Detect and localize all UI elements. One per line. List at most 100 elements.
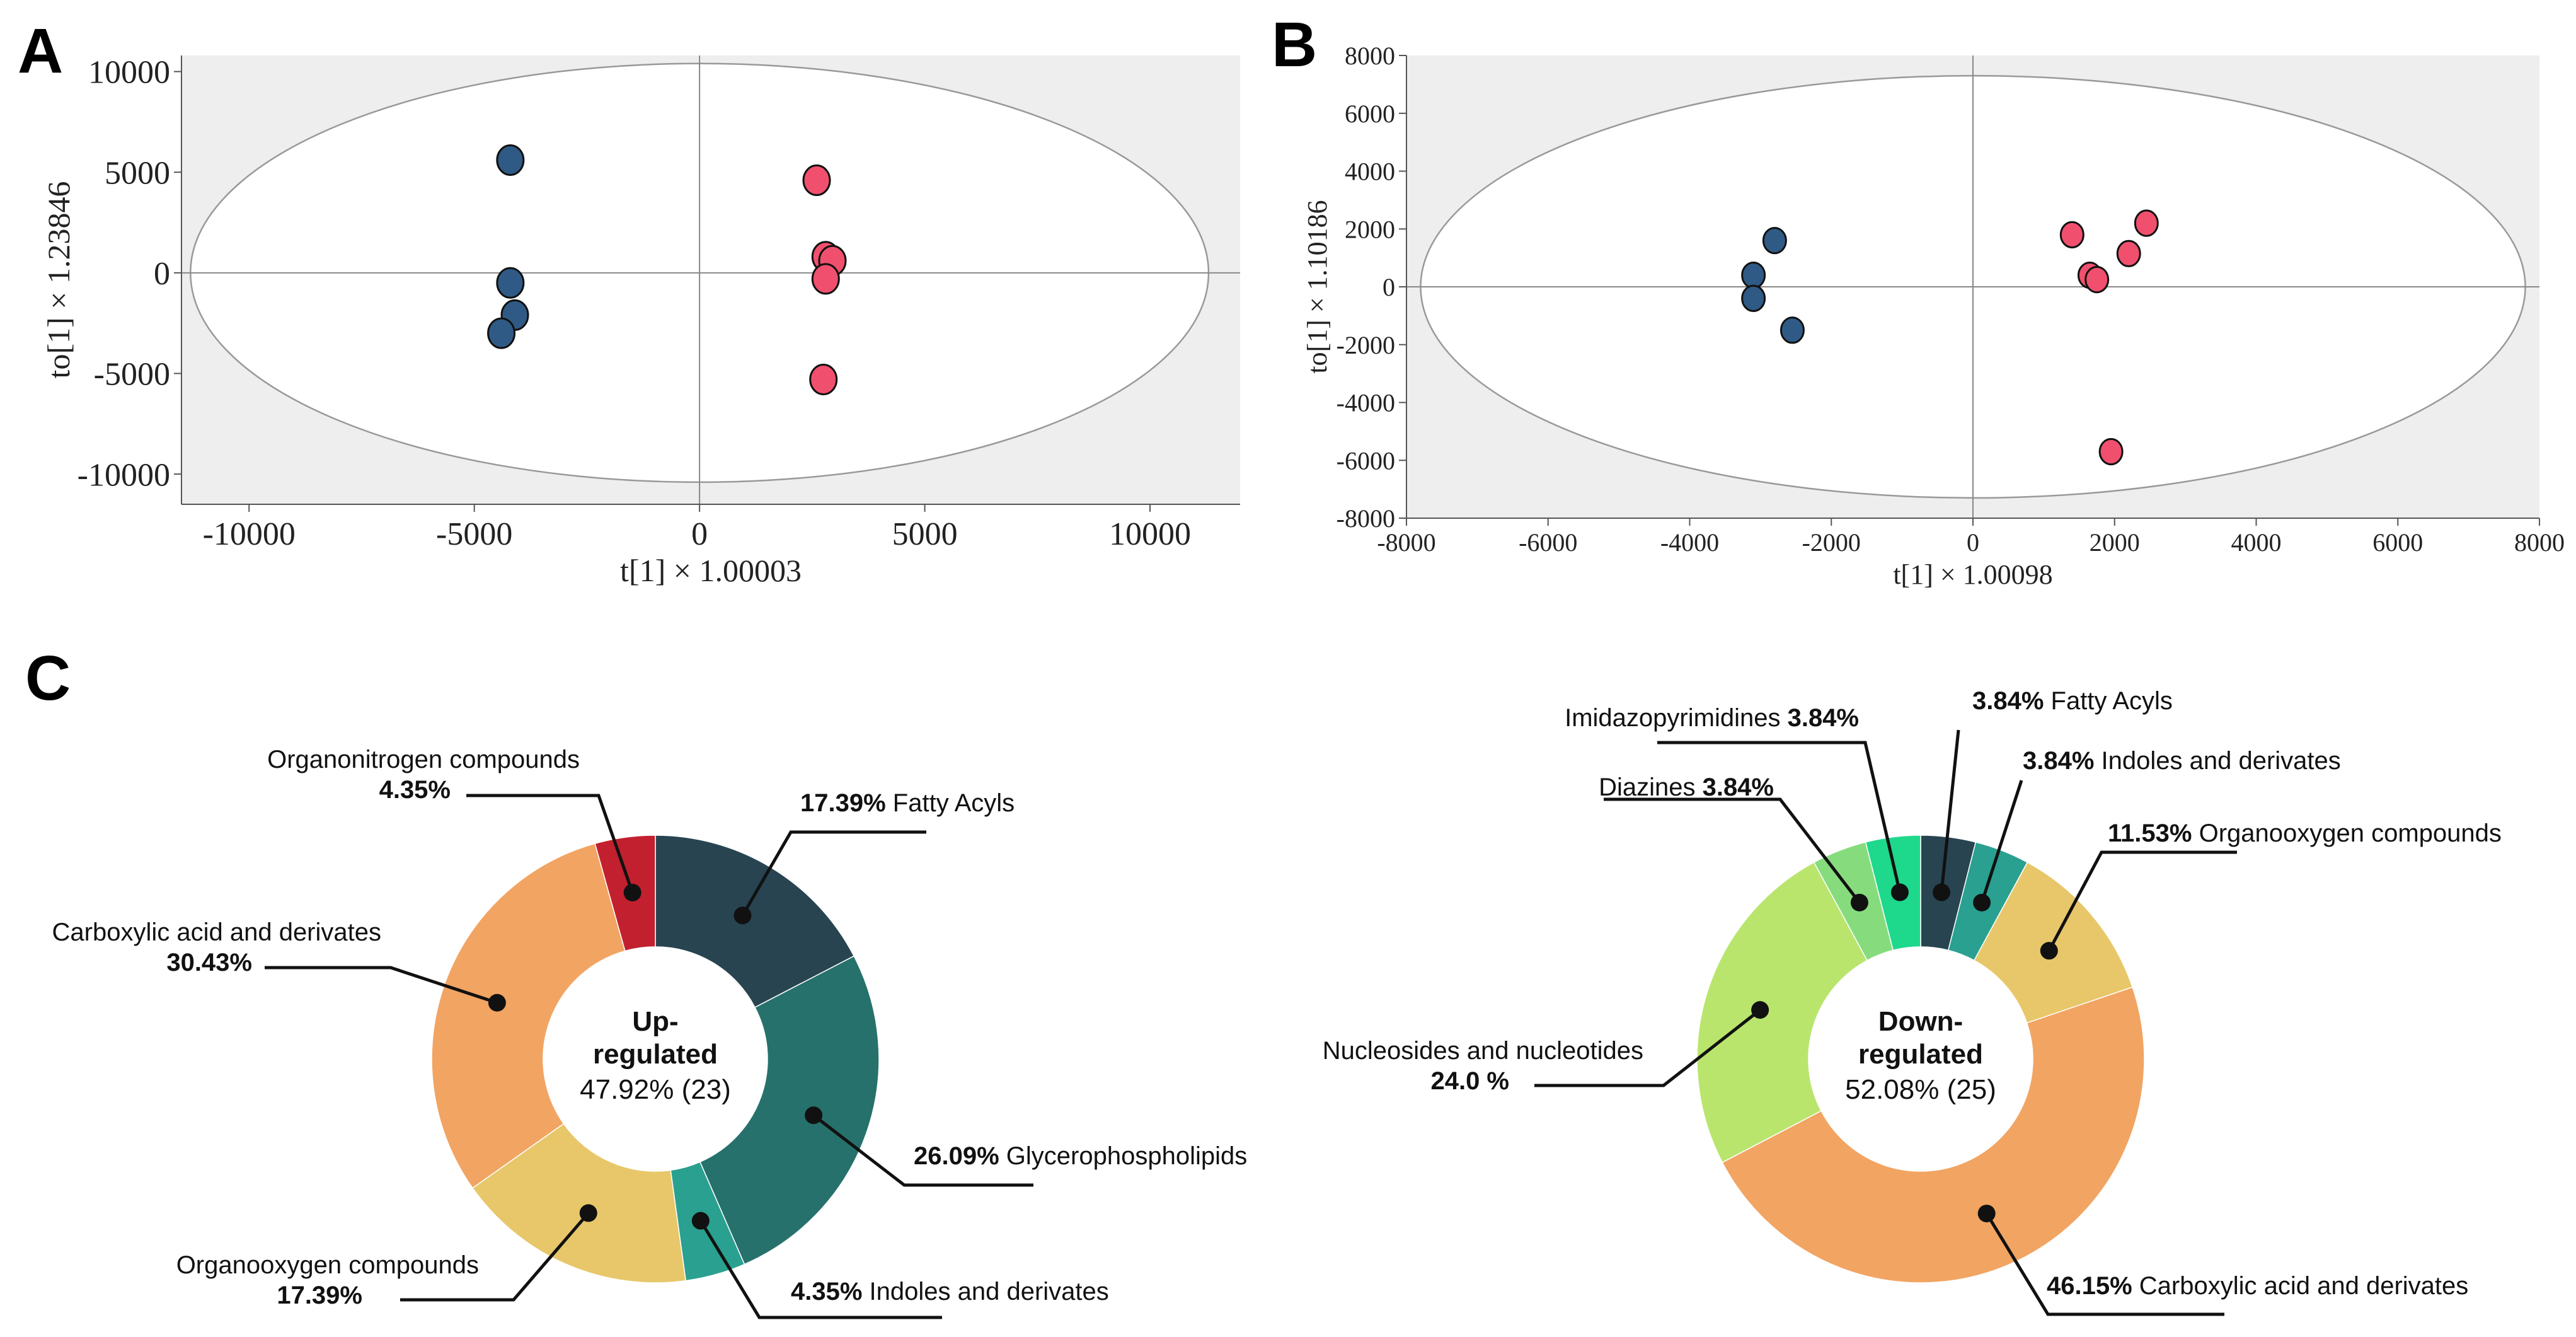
slice-label: 4.35% Indoles and derivates [791,1278,1109,1305]
score-point-group-1 [496,267,525,299]
score-point-group-1 [496,144,525,177]
callout-dot [1751,1001,1769,1019]
y-tick-label: -5000 [94,357,170,393]
donut-slice-organooxygen-compounds [471,1123,687,1283]
scatter-plot-a: -10000 -5000 0 5000 10000 -10000 -5000 0 5000 100… [41,55,1240,588]
y-tick-label: 5000 [105,155,170,191]
y-tick-label: -2000 [1337,331,1395,359]
callout-dot [488,993,506,1012]
donut-center-value: 47.92% (23) [580,1074,731,1105]
callout-leader-line [400,1212,590,1302]
callout-leader-line [265,966,498,1005]
y-tick-label: 0 [1383,273,1395,301]
callout-dot [1890,883,1909,901]
slice-label: 46.15% Carboxylic acid and derivates [2047,1272,2468,1300]
callout-dot [1850,893,1868,912]
donut-center-value: 52.08% (25) [1845,1074,1996,1105]
score-point-group-1 [1741,261,1766,289]
callout-leader-line [1940,729,1960,893]
y-tick-label: -10000 [78,457,170,493]
score-point-group-2 [809,364,838,396]
donut-center-title: regulated [593,1039,718,1070]
score-point-group-2 [2134,209,2159,237]
slice-label: 3.84% Fatty Acyls [1972,687,2173,715]
y-tick-label: 0 [154,256,170,292]
y-tick-label: 10000 [88,55,170,91]
x-tick-label: 10000 [1109,516,1191,552]
slice-label: 11.53% Organooxygen compounds [2108,819,2502,847]
slice-label: Imidazopyrimidines 3.84% [1565,704,1859,732]
x-tick-label: -6000 [1519,528,1577,557]
callout-dot [623,883,641,901]
callout-dot [579,1204,597,1222]
callout-dot [1973,893,1991,912]
score-point-group-1 [1762,226,1787,255]
callout-leader-line [741,830,926,917]
callout-leader-line [1985,1212,2224,1316]
callout-leader-line [812,1114,1033,1187]
callout-leader-line [1657,741,1902,893]
callout-leader-line [1534,1009,1761,1087]
y-tick-label: 4000 [1345,158,1395,186]
x-tick-label: 4000 [2231,528,2282,557]
x-tick-label: -5000 [436,516,512,552]
scatter-plot-b: -8000 -6000 -4000 -2000 0 2000 4000 6000 8000 -80… [1302,42,2565,590]
x-tick-label: 5000 [892,516,958,552]
donut-slice-carboxylic-acid-and-derivates [1722,987,2145,1283]
callout-dot [1933,883,1951,901]
panel-label-c: C [25,643,71,714]
y-tick-label: 6000 [1345,100,1395,128]
y-axis-label: to[1] × 1.10186 [1302,200,1333,373]
callout-leader-line [1604,797,1861,904]
y-tick-label: 8000 [1345,42,1395,70]
callout-dot [805,1106,823,1125]
callout-leader-line [466,794,635,893]
slice-label: Diazines 3.84% [1599,773,1774,801]
score-point-group-2 [802,164,831,196]
panel-label-b: B [1272,9,1317,80]
donut-slice-nucleosides-and-nucleotides [1696,861,1868,1164]
x-tick-label: -2000 [1802,528,1861,557]
callout-leader-line [1980,780,2023,903]
x-tick-label: -10000 [203,516,296,552]
y-axis-label: to[1] × 1.23846 [41,182,76,379]
score-point-group-2 [2098,437,2124,466]
slice-label: 3.84% Indoles and derivates [2023,747,2341,775]
panel-label-a: A [18,16,63,86]
score-point-group-2 [2059,221,2084,249]
callout-leader-line [2047,850,2237,952]
score-point-group-2 [2116,240,2141,267]
donut-center-title: Down- [1878,1006,1963,1037]
y-tick-label: 2000 [1345,215,1395,243]
y-tick-label: -4000 [1337,389,1395,417]
score-point-group-2 [2084,265,2110,294]
y-tick-label: -8000 [1337,504,1395,533]
x-tick-label: 0 [1967,528,1979,557]
callout-dot [2040,942,2058,960]
x-tick-label: -8000 [1377,528,1435,557]
callout-leader-line [699,1220,942,1319]
score-point-group-1 [1741,284,1766,313]
callout-dot [733,906,752,925]
x-axis-label: t[1] × 1.00003 [620,553,802,588]
x-tick-label: 6000 [2372,528,2423,557]
callout-dot [1977,1205,1996,1223]
score-point-group-1 [1780,316,1805,344]
callout-dot [691,1212,710,1230]
x-axis-label: t[1] × 1.00098 [1893,559,2052,590]
donut-slice-fatty-acyls [655,835,855,1009]
x-tick-label: 0 [691,516,708,552]
donut-chart-downregulated: 3.84% Fatty Acyls 3.84% Indoles and deriv… [1323,687,2502,1316]
x-tick-label: 2000 [2090,528,2140,557]
x-tick-label: 8000 [2514,528,2565,557]
donut-slice-glycerophospholipids [699,955,880,1265]
score-point-group-2 [811,263,840,295]
donut-slice-carboxylic-acid-and-derivates [431,843,626,1189]
y-tick-label: -6000 [1337,446,1395,475]
